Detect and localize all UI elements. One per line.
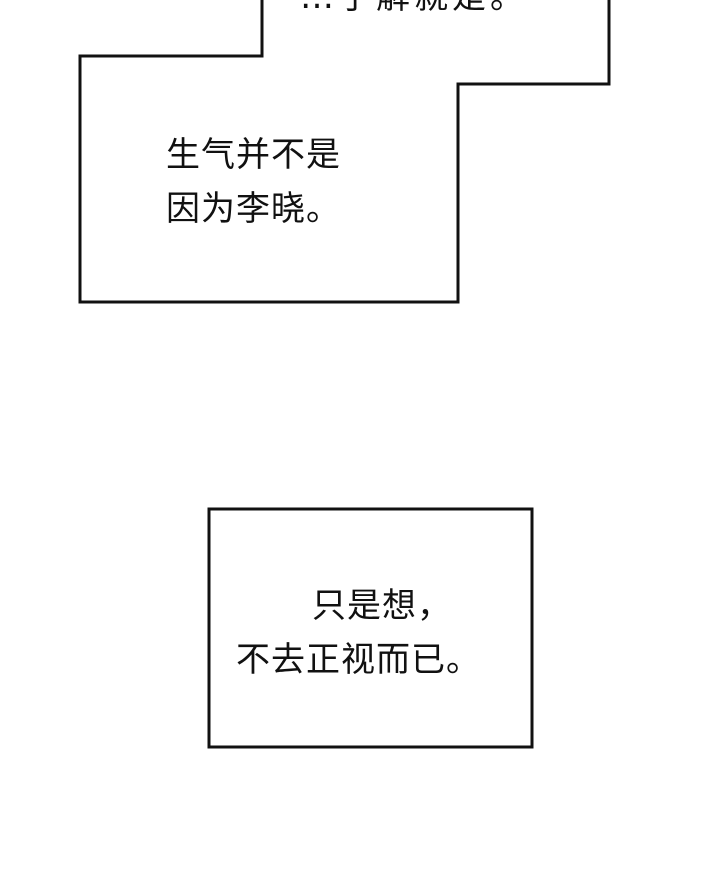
caption-box2-line1: 只是想， — [312, 586, 452, 626]
caption-box2-line2: 不去正视而已。 — [236, 640, 481, 680]
caption-box1-line2: 因为李晓。 — [166, 189, 341, 229]
caption-top-partial-text: …了解就是。 — [300, 0, 528, 14]
caption-box-rect-border — [207, 507, 534, 749]
caption-box-stepped-border — [78, 0, 611, 304]
caption-box1-line1: 生气并不是 — [166, 135, 341, 175]
